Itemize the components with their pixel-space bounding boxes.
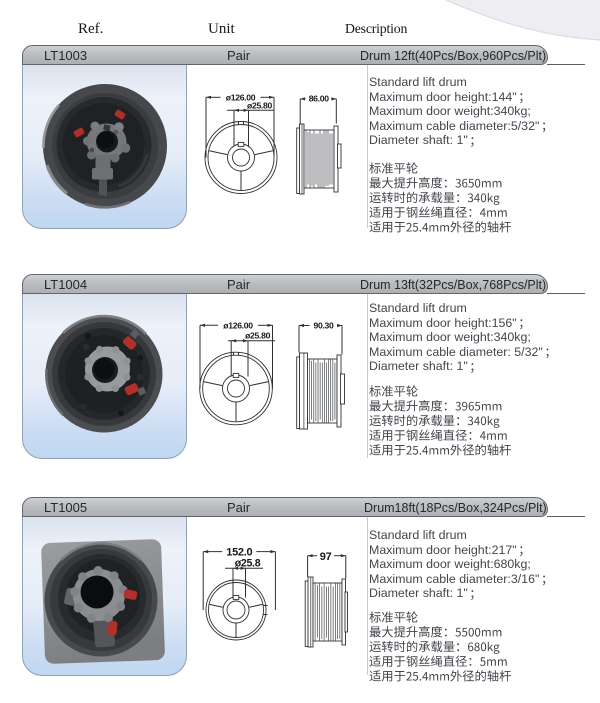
svg-text:97: 97: [320, 551, 332, 563]
svg-text:ø25.80: ø25.80: [245, 331, 270, 341]
svg-text:ø126.00: ø126.00: [226, 92, 256, 102]
svg-text:ø25.8: ø25.8: [235, 558, 261, 570]
svg-text:ø25.80: ø25.80: [247, 101, 272, 111]
svg-text:ø126.00: ø126.00: [223, 320, 253, 330]
svg-text:86.00: 86.00: [309, 94, 330, 104]
svg-text:90.30: 90.30: [313, 320, 334, 330]
svg-text:152.0: 152.0: [226, 547, 252, 559]
